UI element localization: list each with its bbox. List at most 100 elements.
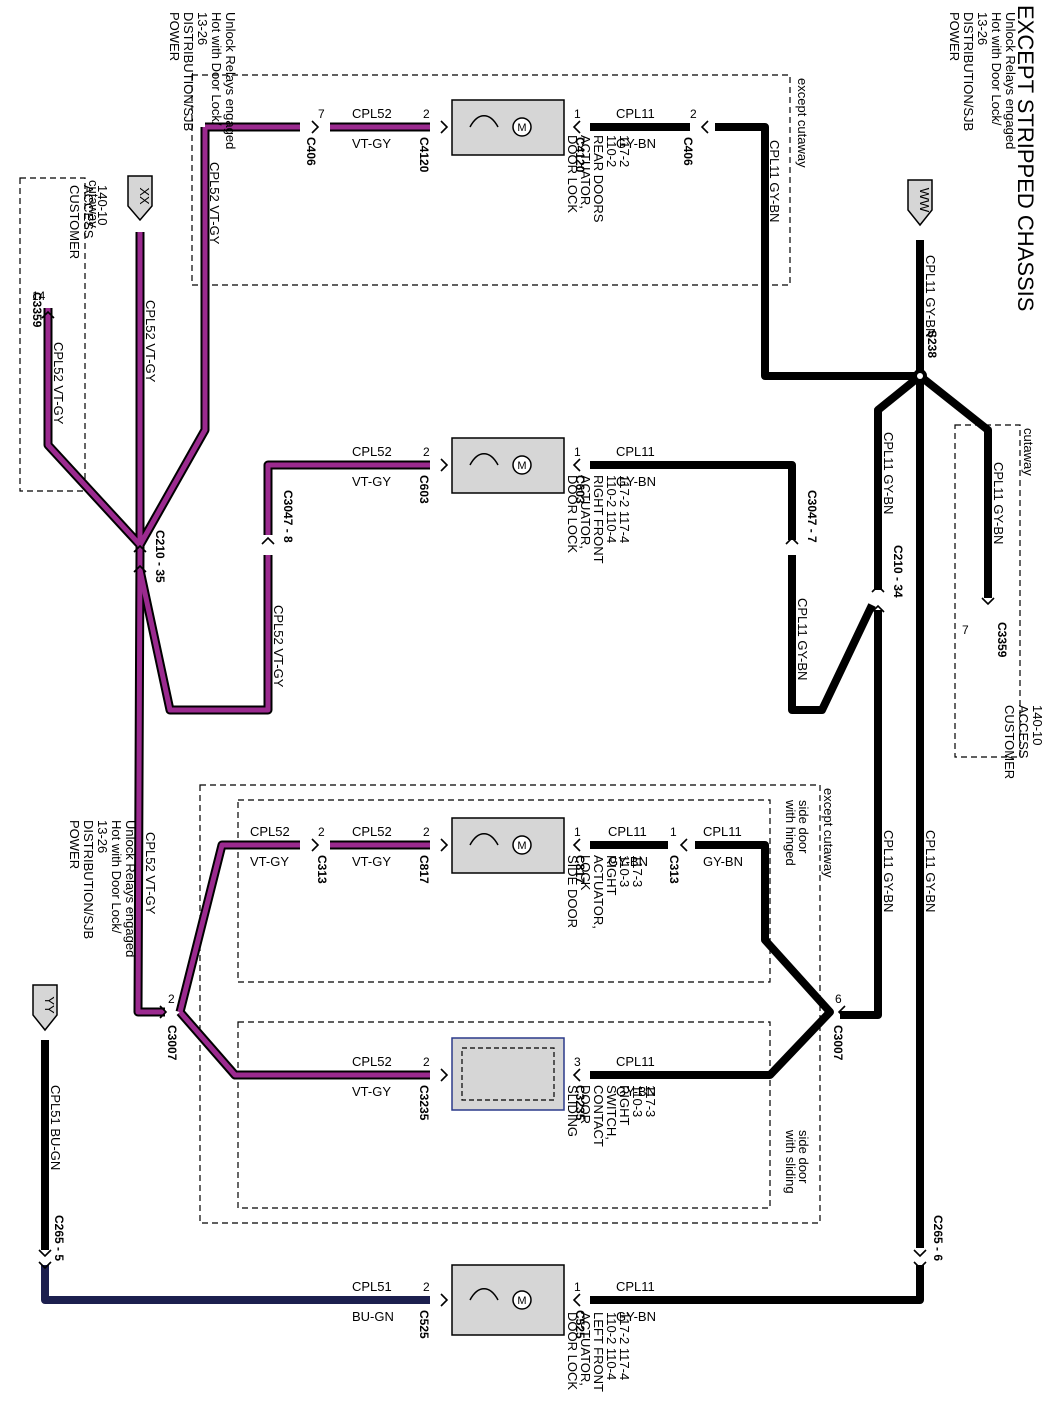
- svg-text:C3359: C3359: [30, 292, 44, 328]
- rf_actuator-line: 117-2 117-4: [617, 475, 632, 543]
- wire-labels: CPL52 VT-GY CPL11 GY-BN CPL52 VT-GY CPL1…: [250, 106, 743, 1324]
- svg-text:CPL11 GY-BN: CPL11 GY-BN: [767, 140, 782, 222]
- svg-text:GY-BN: GY-BN: [616, 474, 656, 489]
- with_sliding-line: side door: [796, 1130, 811, 1184]
- svg-text:CPL11 GY-BN: CPL11 GY-BN: [881, 432, 896, 514]
- svg-text:CPL11: CPL11: [703, 824, 742, 839]
- sliding_switch-line: 117-3: [643, 1085, 658, 1117]
- lf_actuator-line: 117-2 117-4: [617, 1312, 632, 1380]
- svg-text:CPL52: CPL52: [250, 824, 290, 839]
- svg-text:CPL52 VT-GY: CPL52 VT-GY: [143, 300, 158, 383]
- cust_left-line: CUSTOMER: [67, 185, 82, 259]
- power_bottom-line: Hot with Door Lock/: [109, 820, 124, 934]
- power_left-line: DISTRIBUTION/SJB: [181, 12, 196, 131]
- svg-text:C210 - 34: C210 - 34: [891, 545, 905, 598]
- except-cutaway-label-top: except cutaway: [795, 78, 810, 168]
- tag-xx: XX: [127, 175, 153, 222]
- rf_actuator-line: DOOR LOCK: [565, 475, 580, 553]
- svg-text:1: 1: [574, 825, 581, 839]
- sliding_switch-line: SLIDING: [565, 1085, 580, 1137]
- power_left-line: POWER: [167, 12, 182, 61]
- cutaway-box-left: [19, 177, 86, 492]
- svg-text:CPL52 VT-GY: CPL52 VT-GY: [51, 342, 66, 425]
- svg-text:CPL52: CPL52: [352, 444, 392, 459]
- side_actuator-line: LOCK: [578, 855, 593, 891]
- svg-text:C3235: C3235: [417, 1085, 431, 1121]
- svg-text:C210 - 35: C210 - 35: [153, 530, 167, 583]
- svg-text:6: 6: [835, 992, 842, 1006]
- side_actuator-line: ACTUATOR,: [591, 855, 606, 929]
- svg-text:2: 2: [423, 825, 430, 839]
- svg-text:2: 2: [690, 107, 697, 121]
- rf_actuator-line: ACTUATOR,: [578, 475, 593, 549]
- svg-text:XX: XX: [137, 187, 152, 205]
- svg-text:GY-BN: GY-BN: [608, 854, 648, 869]
- svg-text:CPL11: CPL11: [616, 1054, 655, 1069]
- svg-text:C3007: C3007: [831, 1025, 845, 1061]
- power_right-line: Unlock Relays engaged: [1003, 12, 1018, 149]
- except-cutaway-label-mid: except cutaway: [821, 788, 836, 878]
- svg-text:GY-BN: GY-BN: [616, 1309, 656, 1324]
- side_actuator-line: 110-3: [617, 855, 632, 887]
- svg-text:M: M: [517, 840, 526, 852]
- rf_actuator-line: RIGHT FRONT: [591, 475, 606, 564]
- lf_actuator-line: DOOR LOCK: [565, 1312, 580, 1390]
- svg-text:C3047 - 8: C3047 - 8: [281, 490, 295, 543]
- sliding_switch-line: SWITCH,: [604, 1085, 619, 1140]
- power_bottom-line: 13-26: [95, 820, 110, 853]
- svg-text:CPL11: CPL11: [616, 1279, 655, 1294]
- power_left-line: 13-26: [195, 12, 210, 45]
- svg-text:CPL11 GY-BN: CPL11 GY-BN: [991, 462, 1006, 544]
- svg-text:VT-GY: VT-GY: [352, 1084, 391, 1099]
- vertical-wire-labels: CPL52 VT-GY CPL52 VT-GY CPL52 VT-GY CPL5…: [48, 140, 1006, 1170]
- cutaway-label-right: cutaway: [1021, 428, 1036, 476]
- svg-text:CPL11: CPL11: [608, 824, 647, 839]
- svg-text:1: 1: [574, 445, 581, 459]
- diagram-title: EXCEPT STRIPPED CHASSIS: [1013, 5, 1038, 311]
- svg-text:S238: S238: [925, 330, 939, 358]
- svg-text:C817: C817: [417, 855, 431, 884]
- svg-text:CPL11 GY-BN: CPL11 GY-BN: [923, 255, 938, 337]
- svg-text:CPL52 VT-GY: CPL52 VT-GY: [271, 605, 286, 688]
- svg-text:C3359: C3359: [995, 622, 1009, 658]
- left-front-actuator: M: [451, 1264, 565, 1336]
- side_actuator-line: 117-3: [630, 855, 645, 887]
- rf_actuator-line: 110-2 110-4: [604, 475, 619, 543]
- pin-numbers: 7 2 1 2 2 1 14 7 2 2 1 1 2 3 2 6 2 1: [32, 107, 969, 1294]
- svg-text:CPL11 GY-BN: CPL11 GY-BN: [881, 830, 896, 912]
- svg-text:CPL11: CPL11: [616, 444, 655, 459]
- sliding_switch-line: CONTACT: [591, 1085, 606, 1147]
- svg-text:GY-BN: GY-BN: [616, 136, 656, 151]
- rear_actuator-line: REAR DOORS: [591, 135, 606, 223]
- svg-text:GY-BN: GY-BN: [703, 854, 743, 869]
- svg-text:2: 2: [423, 1055, 430, 1069]
- sliding_switch-line: DOOR: [578, 1085, 593, 1124]
- rear_actuator-line: DOOR LOCK: [565, 135, 580, 213]
- svg-text:1: 1: [574, 107, 581, 121]
- svg-text:C406: C406: [304, 137, 318, 166]
- svg-text:CPL52: CPL52: [352, 1054, 392, 1069]
- cust_right-line: ACCESS: [1016, 705, 1031, 759]
- svg-text:C4120: C4120: [573, 137, 587, 173]
- svg-text:C4120: C4120: [417, 137, 431, 173]
- svg-text:C313: C313: [315, 855, 329, 884]
- with_hinged-line: side door: [796, 800, 811, 854]
- cust_right-line: 140-10: [1030, 705, 1045, 745]
- with_hinged-line: with hinged: [783, 799, 798, 866]
- cust_left-line: ACCESS: [81, 185, 96, 239]
- svg-text:1: 1: [670, 825, 677, 839]
- svg-text:CPL52: CPL52: [352, 106, 392, 121]
- power_bottom-line: Unlock Relays engaged: [123, 820, 138, 957]
- svg-text:C406: C406: [681, 137, 695, 166]
- cust_left-line: 140-10: [95, 185, 110, 225]
- svg-text:CPL51 BU-GN: CPL51 BU-GN: [48, 1085, 63, 1170]
- svg-text:C265 - 6: C265 - 6: [931, 1215, 945, 1261]
